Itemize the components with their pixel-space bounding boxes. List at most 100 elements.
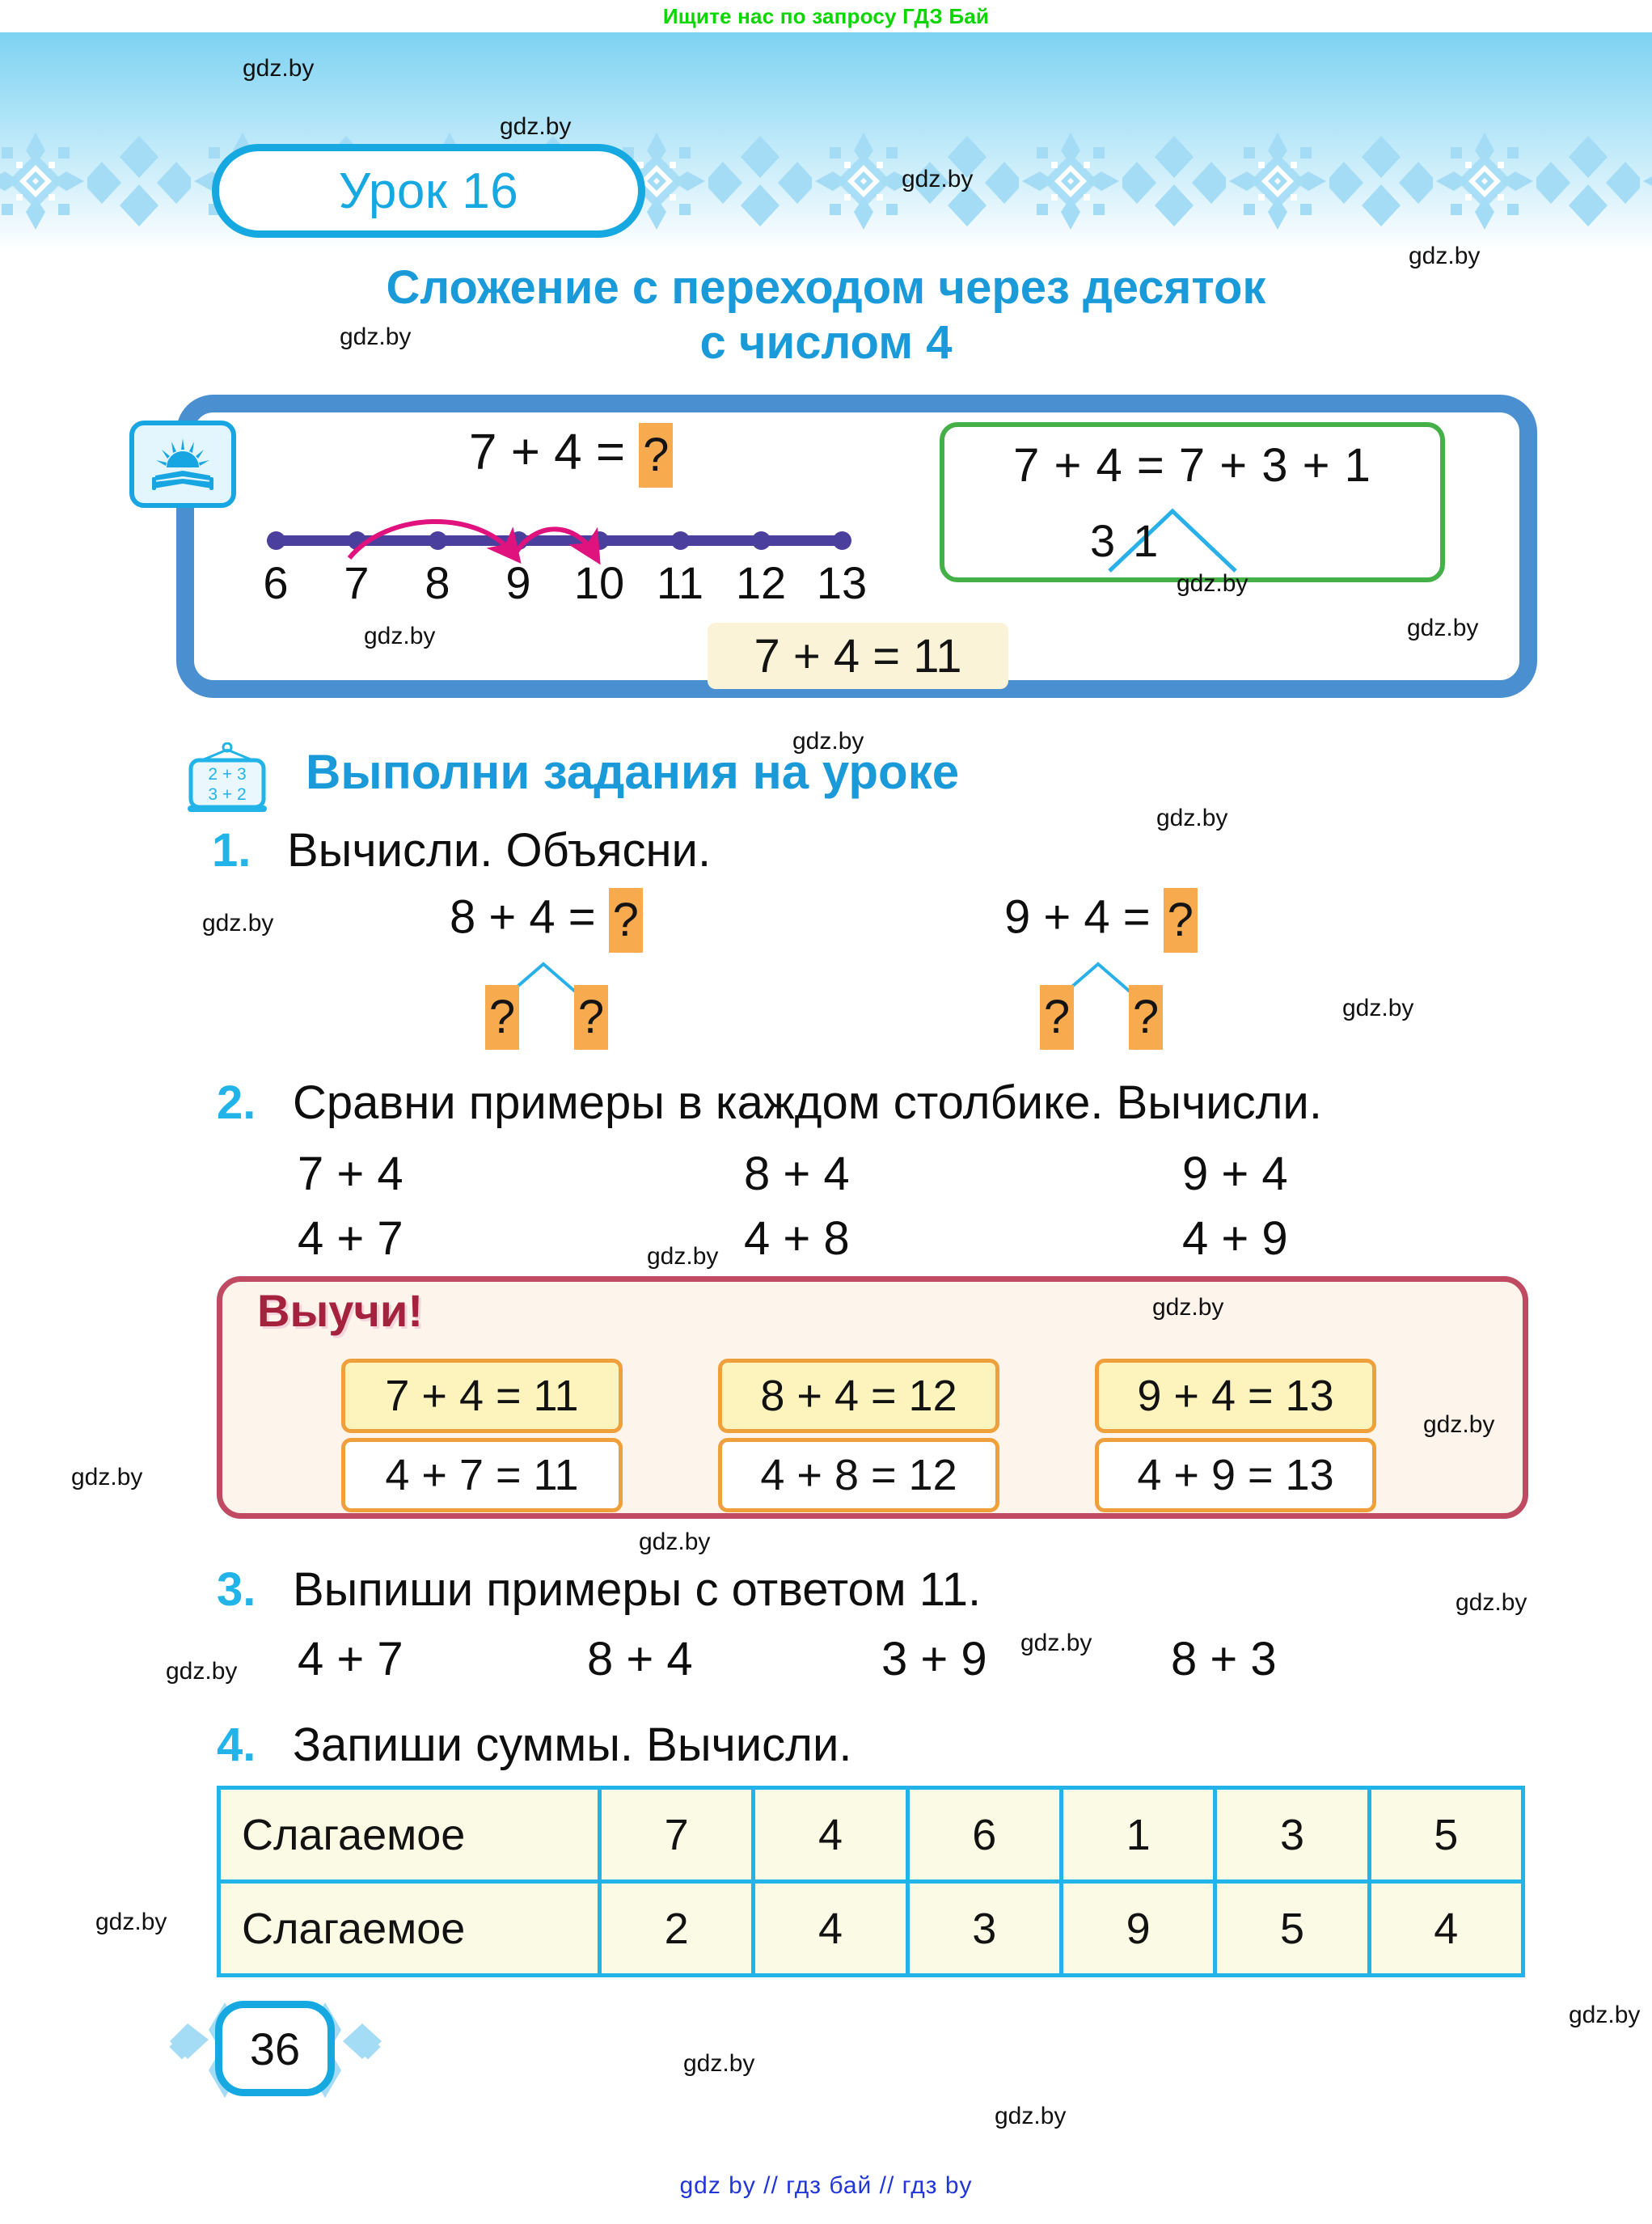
table-cell: 4 <box>1367 1879 1526 1977</box>
watermark: gdz.by <box>166 1658 238 1685</box>
ornament-motif <box>1643 176 1652 186</box>
number-line-label: 10 <box>573 557 625 608</box>
page-number-decoration: 36 <box>146 1989 404 2111</box>
page-title-line-2: с числом 4 <box>699 316 953 370</box>
learn-panel-title: Выучи! <box>257 1285 423 1336</box>
task-3-example-1: 4 + 7 <box>298 1633 403 1685</box>
watermark: gdz.by <box>683 2050 755 2077</box>
decomposition-equation: 7 + 4 = 7 + 3 + 1 <box>1013 439 1371 492</box>
task-1-item-2-answer-box[interactable]: ? <box>1163 888 1198 953</box>
task-3-example-2: 8 + 4 <box>587 1633 693 1685</box>
number-line-label: 7 <box>344 557 370 608</box>
task-1-item-1-equation: 8 + 4 = ? <box>450 888 643 953</box>
ornament-motif <box>1436 133 1533 230</box>
decomposition-parts: 31 <box>1090 514 1176 567</box>
watermark: gdz.by <box>639 1528 711 1555</box>
number-line-label: 9 <box>505 557 531 608</box>
task-1-item-2-equation: 9 + 4 = ? <box>1004 888 1198 953</box>
table-cell: 6 <box>905 1786 1063 1884</box>
learn-fact-top-3: 9 + 4 = 13 <box>1095 1359 1376 1433</box>
ornament-motif <box>0 133 84 230</box>
task-2-col-2-top: 8 + 4 <box>744 1148 850 1200</box>
svg-text:2 + 3: 2 + 3 <box>208 765 246 784</box>
demo-equation: 7 + 4 = ? <box>469 423 674 488</box>
task-2-number: 2. <box>217 1076 256 1129</box>
decomposition-part-right: 1 <box>1133 515 1177 566</box>
table-cell: 5 <box>1367 1786 1526 1884</box>
number-line-dot <box>833 531 851 550</box>
decomposition-panel: 7 + 4 = 7 + 3 + 1 31 <box>940 422 1445 582</box>
demo-equation-answer-box[interactable]: ? <box>639 423 674 488</box>
task-3-number: 3. <box>217 1563 256 1616</box>
lesson-badge: Урок 16 <box>212 144 645 238</box>
decomposition-branch-icon <box>1108 508 1237 573</box>
number-line-label: 8 <box>425 557 450 608</box>
table-cell: 4 <box>751 1786 910 1884</box>
task-3-example-4: 8 + 3 <box>1171 1633 1277 1685</box>
ornament-motif <box>915 136 1019 226</box>
ornament-motif <box>1122 136 1226 226</box>
table-row-header: Слагаемое <box>217 1879 602 1977</box>
ornament-motif <box>1329 136 1433 226</box>
number-line-jump-arcs <box>347 519 601 565</box>
learn-fact-top-2: 8 + 4 = 12 <box>718 1359 999 1433</box>
sun-over-book-icon <box>129 421 236 508</box>
task-2-col-3-bottom: 4 + 9 <box>1182 1212 1288 1265</box>
table-cell: 7 <box>597 1786 756 1884</box>
number-line-axis <box>267 535 845 546</box>
learn-fact-top-1: 7 + 4 = 11 <box>341 1359 623 1433</box>
ornament-motif <box>1536 136 1640 226</box>
number-line-label: 11 <box>656 557 704 608</box>
number-line-dot <box>267 531 285 550</box>
learn-fact-bottom-2: 4 + 8 = 12 <box>718 1438 999 1512</box>
task-1-item-2-part-left[interactable]: ? <box>1040 985 1074 1050</box>
jump-arc-7-to-10 <box>347 519 522 564</box>
demo-equation-prefix: 7 + 4 = <box>469 424 640 480</box>
page-title: Сложение с переходом через десяток с чис… <box>0 260 1652 371</box>
task-1-item-1-answer-box[interactable]: ? <box>608 888 643 953</box>
watermark: gdz.by <box>1020 1630 1092 1656</box>
ornament-motif <box>87 136 191 226</box>
watermark: gdz.by <box>1156 805 1228 831</box>
task-3-text: Выпиши примеры с ответом 11. <box>293 1563 982 1616</box>
jump-arc-10-to-11 <box>512 526 601 565</box>
number-line-label: 12 <box>735 557 787 608</box>
watermark: gdz.by <box>1569 2002 1641 2028</box>
task-2-col-3-top: 9 + 4 <box>1182 1148 1288 1200</box>
svg-text:3 + 2: 3 + 2 <box>208 785 246 804</box>
task-2-col-1-bottom: 4 + 7 <box>298 1212 403 1265</box>
task-1-item-2-part-right[interactable]: ? <box>1129 985 1163 1050</box>
table-cell: 2 <box>597 1879 756 1977</box>
ornament-motif <box>708 136 812 226</box>
task-2-text: Сравни примеры в каждом столбике. Вычисл… <box>293 1076 1322 1129</box>
table-cell: 4 <box>751 1879 910 1977</box>
number-line-label: 6 <box>263 557 289 608</box>
task-1-item-1-part-left[interactable]: ? <box>485 985 519 1050</box>
task-1-text: Вычисли. Объясни. <box>287 824 712 877</box>
demo-answer-strip: 7 + 4 = 11 <box>708 623 1008 689</box>
footer-links[interactable]: gdz by // гдз бай // гдз by <box>679 2172 973 2199</box>
task-2-col-1-top: 7 + 4 <box>298 1148 403 1200</box>
table-cell: 1 <box>1058 1786 1218 1884</box>
table-cell: 3 <box>905 1879 1063 1977</box>
lesson-badge-label: Урок 16 <box>338 163 519 219</box>
task-3-example-3: 3 + 9 <box>881 1633 987 1685</box>
learn-fact-bottom-3: 4 + 9 = 13 <box>1095 1438 1376 1512</box>
watermark: gdz.by <box>202 910 274 937</box>
learn-fact-bottom-1: 4 + 7 = 11 <box>341 1438 623 1512</box>
task-4-number: 4. <box>217 1719 256 1771</box>
number-line-dot <box>671 531 690 550</box>
promo-banner: Ищите нас по запросу ГДЗ Бай <box>0 0 1652 32</box>
task-1-item-1-part-right[interactable]: ? <box>574 985 608 1050</box>
ornament-motif <box>1229 133 1326 230</box>
number-line-dot <box>429 531 447 550</box>
page-number: 36 <box>215 2001 335 2096</box>
watermark: gdz.by <box>95 1909 167 1935</box>
watermark: gdz.by <box>1456 1589 1527 1616</box>
page-title-line-1: Сложение с переходом через десяток <box>386 261 1266 314</box>
